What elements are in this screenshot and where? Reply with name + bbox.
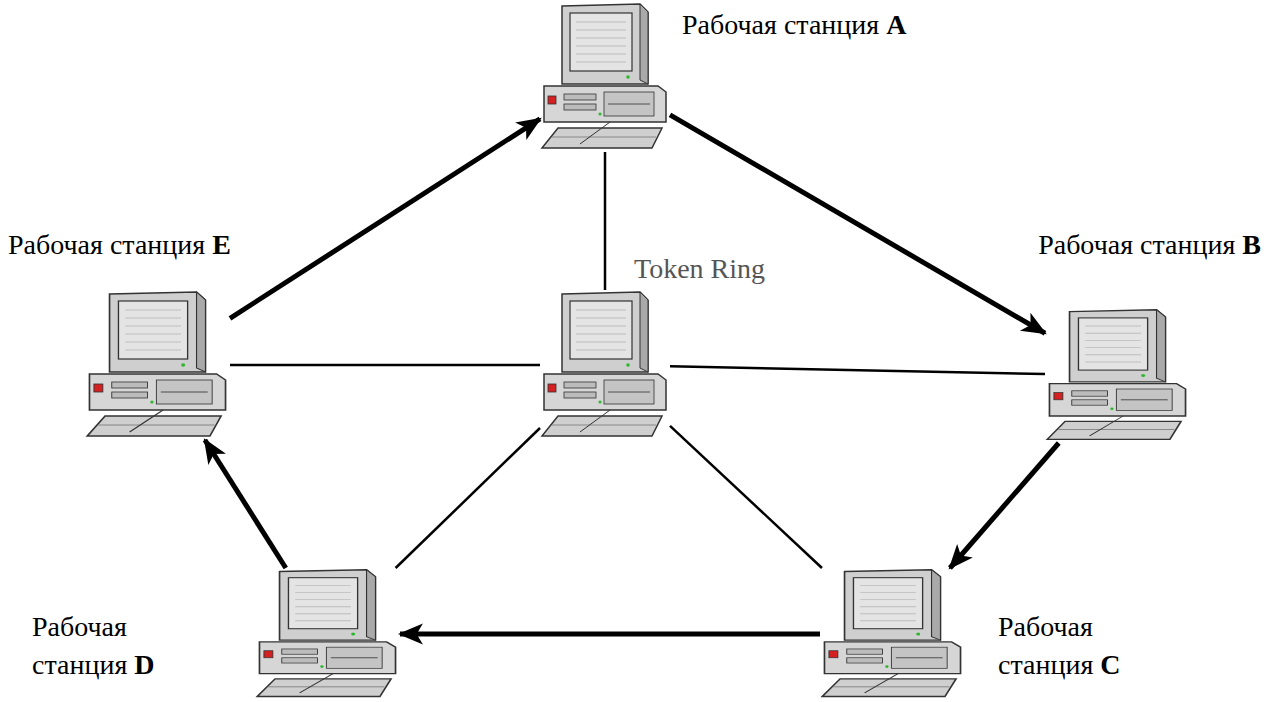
hub-link [604, 152, 607, 290]
computer-icon [820, 568, 965, 700]
workstation-node: Рабочая станция B [1045, 308, 1190, 443]
station-label: Рабочая станция B [1036, 226, 1263, 264]
computer-icon [540, 290, 670, 440]
hub-link [230, 364, 540, 367]
computer-icon [255, 568, 400, 700]
station-label: Рабочая станция C [996, 608, 1150, 684]
workstation-node: Рабочая станция D [255, 568, 400, 700]
network-label: Token Ring [632, 250, 767, 288]
workstation-node: Рабочая станция C [820, 568, 965, 700]
station-label: Рабочая станция D [30, 608, 184, 684]
hub-link [396, 428, 540, 568]
hub-link [670, 366, 1045, 374]
workstation-node: Рабочая станция A [540, 2, 670, 152]
workstation-node: Token Ring [540, 290, 670, 440]
computer-icon [540, 2, 670, 152]
ring-arrow [950, 443, 1059, 568]
station-label: Рабочая станция E [6, 226, 233, 264]
ring-arrow [400, 632, 820, 637]
ring-arrow [205, 440, 286, 568]
ring-arrow [670, 115, 1045, 333]
computer-icon [85, 290, 230, 440]
hub-link [670, 426, 822, 568]
station-label: Рабочая станция A [680, 6, 908, 44]
computer-icon [1045, 308, 1190, 443]
workstation-node: Рабочая станция E [85, 290, 230, 440]
ring-arrow [230, 119, 540, 319]
